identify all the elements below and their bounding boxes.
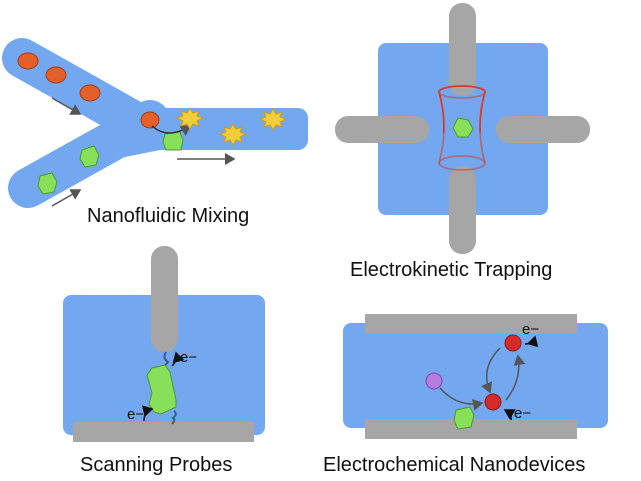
green-particle (162, 131, 184, 151)
panel-title-scanning-probes: Scanning Probes (80, 454, 232, 476)
panel-electrochemical-nanodevices: e− e− Electrochemical Nanodevices (323, 314, 608, 476)
redox-cycle-arrow (505, 354, 526, 401)
panel-title-nanofluidic-mixing: Nanofluidic Mixing (87, 205, 249, 227)
flow-arrow (51, 97, 82, 115)
redox-cycle-arrow (481, 347, 501, 394)
panel-title-electrochemical-nanodevices: Electrochemical Nanodevices (323, 454, 585, 476)
green-particle (37, 172, 58, 195)
electron-transfer-arrow (503, 409, 516, 421)
product-star (218, 123, 248, 146)
probe-tip (151, 246, 178, 352)
electrode-top (449, 3, 476, 96)
product-stars (175, 107, 288, 146)
product-star (258, 108, 288, 131)
panel-nanofluidic-mixing: Nanofluidic Mixing (2, 38, 308, 227)
orange-particles (17, 52, 160, 129)
electron-label: e− (522, 321, 539, 338)
top-electrode (365, 314, 577, 334)
panel-electrokinetic-trapping: Electrokinetic Trapping (335, 3, 590, 281)
orange-particle (45, 66, 67, 84)
electrodes (335, 3, 590, 254)
electron-label: e− (180, 349, 197, 366)
bottom-electrode (365, 419, 577, 439)
flow-arrow (51, 189, 82, 207)
electron-label: e− (127, 406, 144, 423)
tether (171, 410, 177, 425)
trap-field (438, 85, 486, 171)
flow-arrows (51, 97, 236, 207)
electron-transfer-arrow (171, 351, 185, 367)
green-particles (37, 131, 184, 195)
electrode-right (496, 116, 590, 143)
panel-scanning-probes: e− e− Scanning Probes (63, 246, 265, 476)
green-particle (79, 145, 100, 168)
binding-arrow (439, 387, 484, 411)
reaction-arrow (151, 125, 192, 136)
electrode-left (335, 116, 429, 143)
purple-species (425, 372, 443, 390)
panel-title-electrokinetic-trapping: Electrokinetic Trapping (350, 259, 552, 281)
electron-transfer-arrow (141, 405, 154, 422)
trapped-particle (452, 117, 474, 138)
electron-transfer-arrow (524, 335, 539, 348)
molecule (146, 364, 177, 415)
product-star (175, 107, 205, 130)
substrate-electrode (73, 422, 254, 442)
red-species-bottom (484, 393, 502, 411)
electron-label: e− (514, 405, 531, 422)
electrode-bottom (449, 166, 476, 254)
orange-particle (79, 84, 101, 102)
green-particle (453, 406, 475, 430)
orange-particle (17, 52, 39, 70)
orange-particle (140, 111, 160, 129)
red-species-top (504, 334, 522, 352)
fluid-chamber (343, 323, 608, 428)
